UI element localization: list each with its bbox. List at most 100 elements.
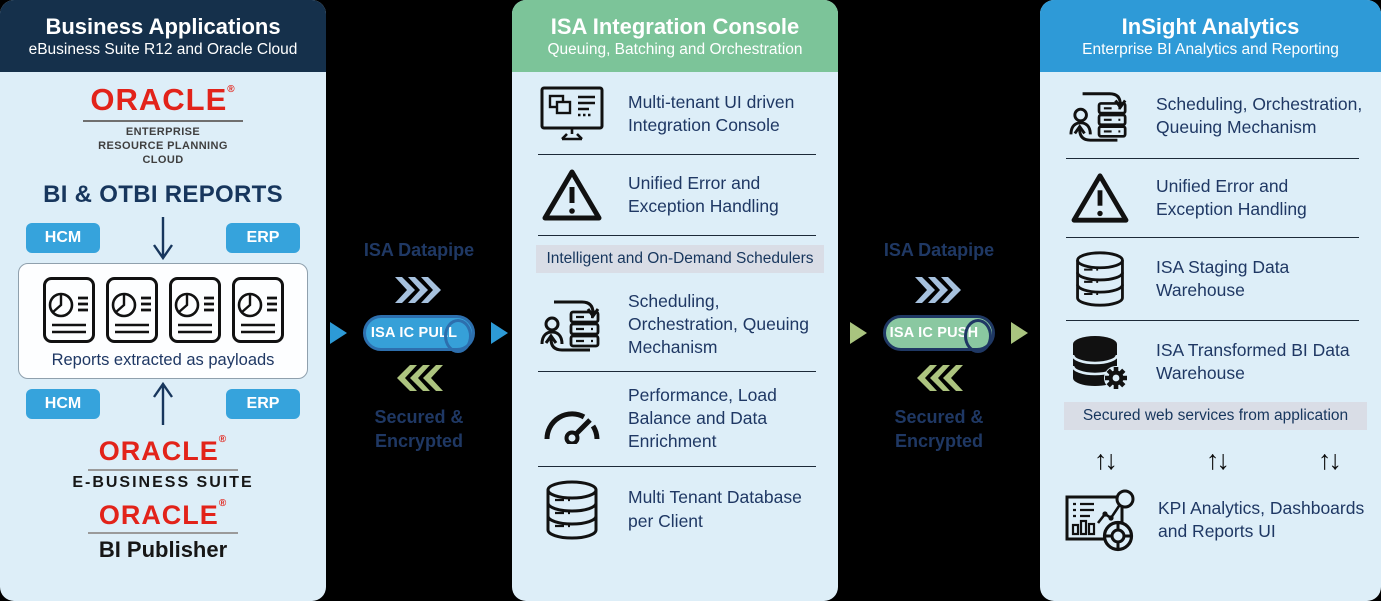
report-document-icon — [231, 277, 284, 344]
feature-item: Unified Error and Exception Handling — [1064, 161, 1367, 235]
erp-badge: ERP — [226, 223, 300, 254]
datapipe-label: ISA Datapipe — [363, 240, 475, 260]
datapipe-push-section: ISA Datapipe ISA IC PUSH Secured & Encry… — [838, 0, 1040, 601]
hcm-badge: HCM — [26, 223, 100, 254]
feature-item: Multi-tenant UI driven Integration Conso… — [536, 76, 824, 152]
bi-publisher-label: BI Publisher — [98, 537, 228, 563]
flow-arrow-right-icon — [850, 322, 867, 344]
logo-divider — [88, 532, 238, 535]
erp-badge: ERP — [226, 389, 300, 420]
isa-ic-push-pill: ISA IC PUSH — [883, 315, 995, 353]
secured-encrypted-label: Secured & Encrypted — [894, 407, 984, 452]
database-icon — [536, 479, 608, 541]
flow-arrow-right-icon — [1011, 322, 1028, 344]
panel-insight-analytics: InSight Analytics Enterprise BI Analytic… — [1040, 0, 1381, 601]
database-icon — [1064, 250, 1136, 308]
up-down-arrows-icon: ↑↓ — [1094, 445, 1118, 475]
feature-text: ISA Staging Data Warehouse — [1156, 256, 1290, 300]
integration-console-features: Multi-tenant UI driven Integration Conso… — [512, 72, 838, 601]
pipe-cap — [444, 319, 472, 353]
feature-text: Performance, Load Balance and Data Enric… — [628, 385, 777, 452]
feature-text: Unified Error and Exception Handling — [1156, 175, 1307, 219]
pull-pill-row: ISA IC PULL — [330, 315, 508, 353]
badge-row-bottom: HCM ERP — [0, 381, 326, 427]
divider — [1066, 158, 1359, 159]
divider — [1066, 237, 1359, 238]
schedulers-bar: Intelligent and On-Demand Schedulers — [536, 245, 824, 273]
oracle-wordmark: ORACLE® — [98, 497, 228, 530]
datapipe-pull-section: ISA Datapipe ISA IC PULL Secured & Encry… — [326, 0, 512, 601]
push-pill-row: ISA IC PUSH — [850, 315, 1028, 353]
up-down-arrows-icon: ↑↓ — [1206, 445, 1230, 475]
chevrons-left-icon — [397, 365, 443, 391]
warning-triangle-icon — [536, 167, 608, 223]
logo-divider — [83, 119, 243, 122]
up-down-arrows-icon: ↑↓ — [1318, 445, 1342, 475]
feature-text: Multi Tenant Database per Client — [628, 487, 802, 531]
panel-subtitle: eBusiness Suite R12 and Oracle Cloud — [28, 40, 298, 58]
feature-item: ISA Staging Data Warehouse — [1064, 240, 1367, 318]
panel-title: Business Applications — [45, 13, 281, 39]
flow-arrow-right-icon — [330, 322, 347, 344]
divider — [538, 465, 816, 467]
gauge-icon — [536, 394, 608, 444]
isa-ic-pull-pill: ISA IC PULL — [363, 315, 475, 353]
oracle-erp-cloud-logo: ORACLE® ENTERPRISE RESOURCE PLANNING CLO… — [83, 82, 243, 167]
report-icons-row — [27, 276, 299, 344]
feature-text: ISA Transformed BI Data Warehouse — [1156, 339, 1350, 383]
reports-payload-box: Reports extracted as payloads — [18, 263, 308, 380]
report-document-icon — [105, 277, 158, 344]
divider — [538, 154, 816, 155]
scheduler-icon — [1064, 86, 1136, 146]
logo-divider — [87, 468, 238, 471]
oracle-bi-publisher-logo: ORACLE® BI Publisher — [88, 497, 238, 563]
insight-analytics-features: Scheduling, Orchestration, Queuing Mecha… — [1040, 72, 1381, 601]
ebusiness-suite-label: E-BUSINESS SUITE — [72, 473, 254, 491]
feature-item: Performance, Load Balance and Data Enric… — [536, 374, 824, 463]
chevrons-right-icon — [395, 277, 441, 303]
hcm-badge: HCM — [26, 389, 100, 420]
kpi-dashboard-icon — [1064, 488, 1138, 552]
business-applications-body: ORACLE® ENTERPRISE RESOURCE PLANNING CLO… — [0, 72, 326, 601]
panel-subtitle: Enterprise BI Analytics and Reporting — [1082, 40, 1339, 58]
business-applications-header: Business Applications eBusiness Suite R1… — [0, 0, 326, 72]
erp-cloud-label: ENTERPRISE RESOURCE PLANNING CLOUD — [98, 125, 228, 167]
badge-row-top: HCM ERP — [0, 215, 326, 261]
feature-item: ISA Transformed BI Data Warehouse — [1064, 323, 1367, 395]
flow-arrow-right-icon — [491, 322, 508, 344]
feature-text: Scheduling, Orchestration, Queuing Mecha… — [1156, 93, 1363, 137]
reports-caption: Reports extracted as payloads — [51, 351, 275, 370]
feature-item: Multi Tenant Database per Client — [536, 469, 824, 551]
chevrons-left-icon — [917, 365, 963, 391]
report-document-icon — [168, 277, 221, 344]
console-monitor-icon — [536, 86, 608, 142]
arrow-down-icon — [153, 217, 173, 261]
divider — [538, 371, 816, 373]
oracle-wordmark: ORACLE® — [90, 82, 236, 117]
feature-item: KPI Analytics, Dashboards and Reports UI — [1064, 478, 1367, 562]
isa-integration-console-header: ISA Integration Console Queuing, Batchin… — [512, 0, 838, 72]
panel-isa-integration-console: ISA Integration Console Queuing, Batchin… — [512, 0, 838, 601]
feature-item: Scheduling, Orchestration, Queuing Mecha… — [536, 280, 824, 369]
feature-item: Unified Error and Exception Handling — [536, 157, 824, 233]
panel-title: InSight Analytics — [1121, 13, 1300, 39]
feature-item: Scheduling, Orchestration, Queuing Mecha… — [1064, 76, 1367, 156]
secured-web-services-bar: Secured web services from application — [1064, 402, 1367, 430]
report-document-icon — [42, 277, 95, 344]
secured-encrypted-label: Secured & Encrypted — [374, 407, 464, 452]
pipe-cap — [964, 319, 992, 353]
oracle-wordmark: ORACLE® — [98, 434, 228, 467]
panel-title: ISA Integration Console — [550, 13, 800, 39]
feature-text: Multi-tenant UI driven Integration Conso… — [628, 91, 795, 135]
datapipe-label: ISA Datapipe — [883, 240, 995, 260]
panel-business-applications: Business Applications eBusiness Suite R1… — [0, 0, 326, 601]
scheduler-icon — [536, 294, 608, 356]
warning-triangle-icon — [1064, 171, 1136, 225]
chevrons-right-icon — [915, 277, 961, 303]
feature-text: Scheduling, Orchestration, Queuing Mecha… — [628, 291, 809, 358]
panel-subtitle: Queuing, Batching and Orchestration — [547, 40, 803, 58]
arrow-up-icon — [153, 382, 173, 426]
updown-arrows-row: ↑↓ ↑↓ ↑↓ — [1064, 437, 1367, 478]
database-gear-icon — [1064, 333, 1136, 391]
